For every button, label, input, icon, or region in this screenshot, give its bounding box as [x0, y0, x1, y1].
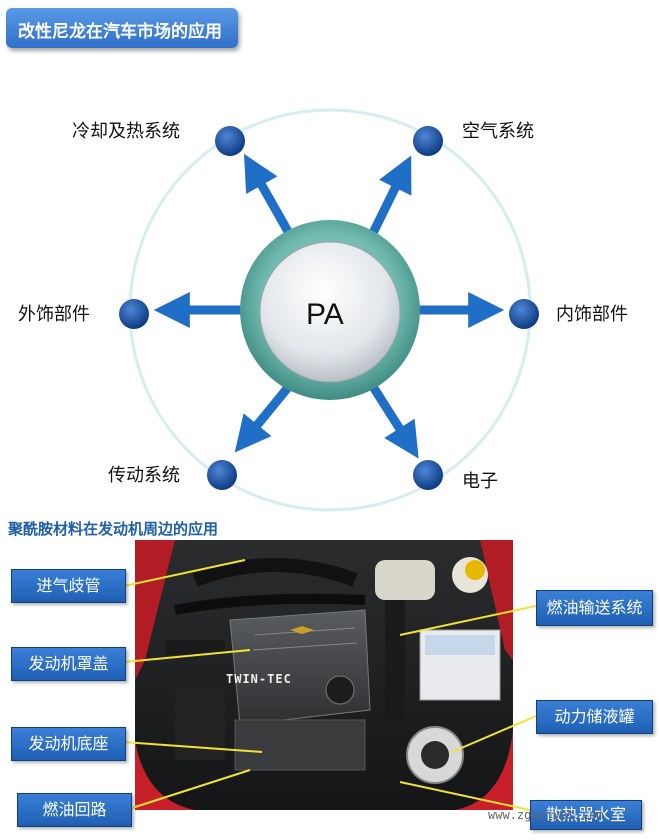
node-dot-bottom-right [413, 460, 443, 490]
callout-power-reservoir: 动力储液罐 [536, 700, 653, 734]
node-dot-top-right [413, 126, 443, 156]
pa-center-label: PA [306, 298, 344, 331]
arrow-bottom-left [234, 382, 294, 453]
node-label-exterior: 外饰部件 [18, 304, 90, 325]
node-dots [119, 126, 539, 490]
node-label-interior: 内饰部件 [556, 304, 628, 325]
pa-center-knob [259, 241, 401, 383]
callout-fuel-return: 燃油回路 [17, 793, 132, 827]
callout-power-reservoir-label: 动力储液罐 [554, 707, 635, 726]
callout-fuel-return-label: 燃油回路 [42, 800, 107, 819]
node-dot-left [119, 299, 149, 329]
node-dot-right [509, 299, 539, 329]
callout-intake-manifold-label: 进气歧管 [36, 576, 101, 595]
pa-application-diagram [0, 60, 659, 515]
node-label-drivetrain: 传动系统 [108, 465, 180, 486]
node-dot-top-left [215, 126, 245, 156]
watermark: www.zgxzjypt.com [488, 808, 604, 822]
arrow-bottom-right [368, 382, 419, 459]
callout-engine-mount-label: 发动机底座 [28, 734, 109, 753]
node-label-electronics: 电子 [462, 471, 498, 492]
callout-radiator-tank-label: 散热器水室 [545, 805, 626, 824]
engine-badge: TWIN-TEC [226, 672, 292, 686]
callout-engine-mount: 发动机底座 [11, 727, 126, 761]
arrow-top-left [244, 153, 294, 238]
callout-engine-cover: 发动机罩盖 [11, 647, 126, 681]
engine-section-title: 聚酰胺材料在发动机周边的应用 [8, 520, 219, 538]
callout-radiator-tank: 散热器水室 [530, 800, 642, 830]
callout-fuel-delivery-label: 燃油输送系统 [546, 598, 643, 617]
callout-fuel-delivery: 燃油输送系统 [536, 590, 653, 626]
section-title-badge: 改性尼龙在汽车市场的应用 [6, 8, 238, 48]
node-dot-bottom-left [207, 460, 237, 490]
node-label-cooling: 冷却及热系统 [72, 121, 180, 142]
node-label-air-system: 空气系统 [462, 121, 534, 142]
section-title: 改性尼龙在汽车市场的应用 [18, 22, 222, 42]
callout-engine-cover-label: 发动机罩盖 [28, 654, 109, 673]
engine-bay-photo [135, 540, 513, 810]
diagram-graphic [119, 108, 539, 512]
arrows [153, 153, 505, 459]
callout-intake-manifold: 进气歧管 [11, 569, 126, 603]
arrow-top-right [367, 155, 412, 237]
